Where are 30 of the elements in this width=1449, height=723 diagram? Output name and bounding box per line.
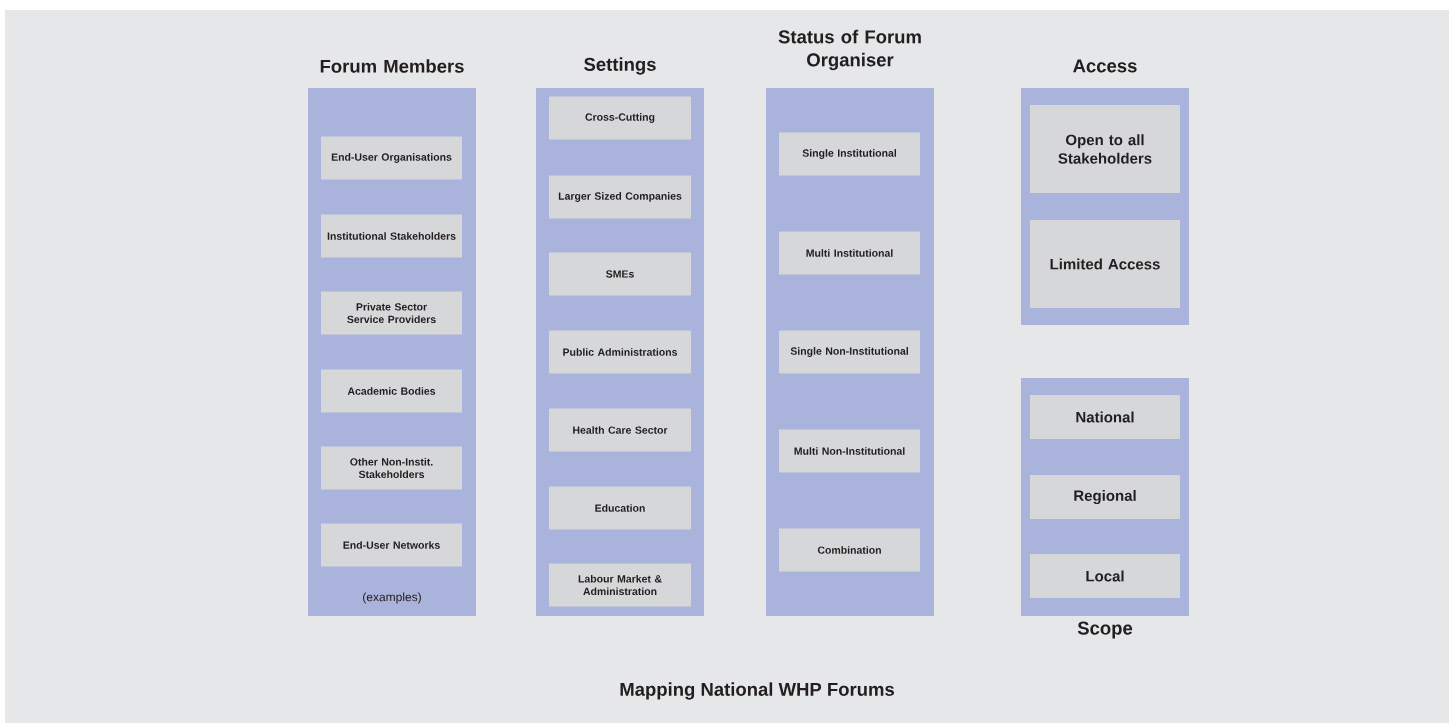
category-box: Single Non-Institutional bbox=[779, 330, 920, 374]
category-box: Regional bbox=[1030, 475, 1180, 519]
caption: Mapping National WHP Forums bbox=[620, 682, 894, 700]
note: (examples) bbox=[363, 592, 421, 604]
column-heading: Forum Members bbox=[320, 59, 464, 73]
category-box: Academic Bodies bbox=[321, 369, 462, 413]
category-box: Institutional Stakeholders bbox=[321, 214, 462, 258]
column-heading: Settings bbox=[584, 57, 656, 75]
column-heading: Scope bbox=[1077, 621, 1133, 639]
category-box: Private Sector Service Providers bbox=[321, 291, 462, 335]
category-box: National bbox=[1030, 395, 1180, 439]
column-heading: Status of Forum Organiser bbox=[778, 29, 921, 71]
category-box: Multi Non-Institutional bbox=[779, 429, 920, 473]
category-box: Open to all Stakeholders bbox=[1030, 105, 1180, 193]
category-box: Local bbox=[1030, 554, 1180, 598]
category-box: End-User Networks bbox=[321, 523, 462, 567]
category-box: Multi Institutional bbox=[779, 231, 920, 275]
category-box: Other Non-Instit. Stakeholders bbox=[321, 446, 462, 490]
category-box: Education bbox=[549, 486, 691, 530]
category-box: Single Institutional bbox=[779, 132, 920, 176]
category-box: Cross-Cutting bbox=[549, 96, 691, 140]
category-box: End-User Organisations bbox=[321, 136, 462, 180]
category-box: Limited Access bbox=[1030, 220, 1180, 308]
category-box: Larger Sized Companies bbox=[549, 175, 691, 219]
category-box: SMEs bbox=[549, 252, 691, 296]
column-heading: Access bbox=[1073, 59, 1137, 73]
category-box: Combination bbox=[779, 528, 920, 572]
category-box: Labour Market & Administration bbox=[549, 563, 691, 607]
category-box: Health Care Sector bbox=[549, 408, 691, 452]
category-box: Public Administrations bbox=[549, 330, 691, 374]
